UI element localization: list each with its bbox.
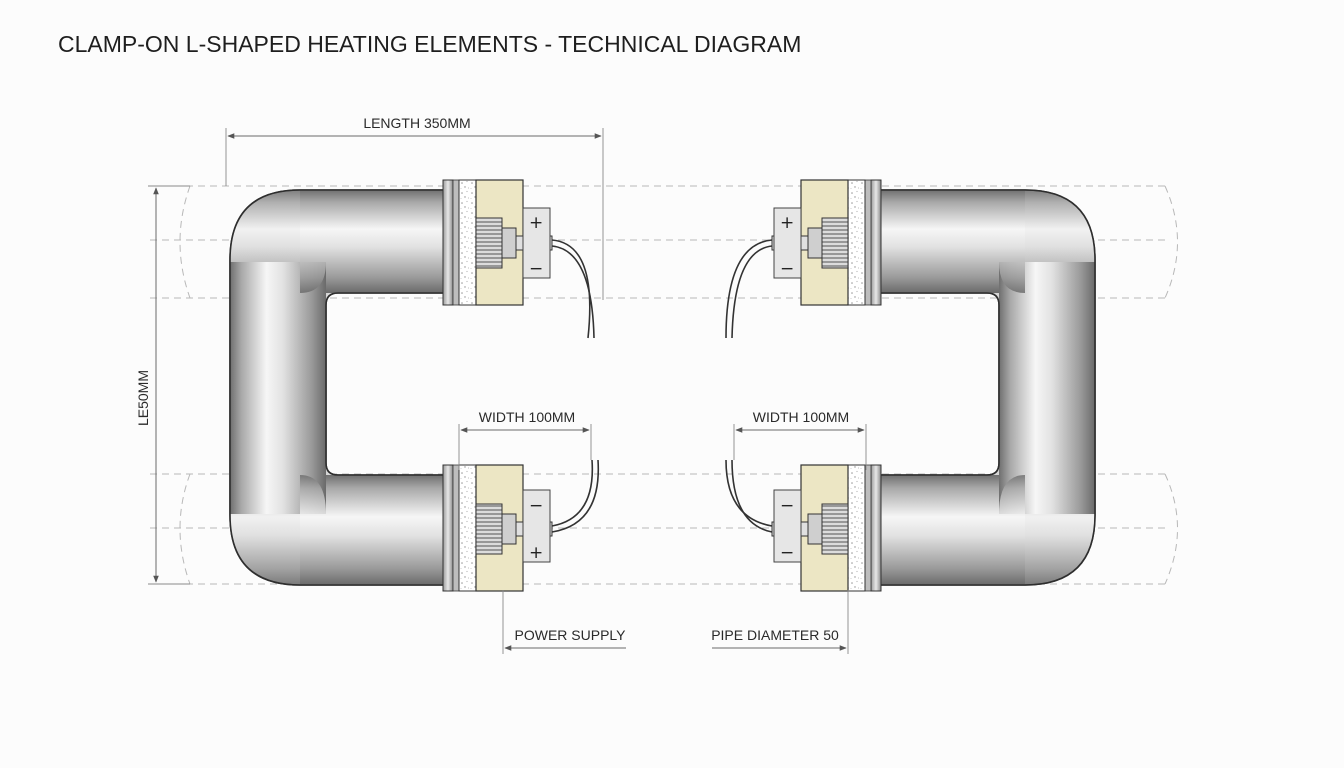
pipe-diameter-label: PIPE DIAMETER 50 [711, 627, 839, 643]
clamp-bottom-right: − − [725, 459, 882, 592]
height-label: LE50MM [135, 370, 151, 426]
dimension-length: LENGTH 350MM [225, 115, 604, 300]
clamp-top-left: + − [442, 179, 595, 339]
diagram-title: CLAMP-ON L-SHAPED HEATING ELEMENTS - TEC… [58, 31, 801, 57]
width-left-label: WIDTH 100MM [479, 409, 575, 425]
terminal-plus-top-right: + [780, 213, 794, 233]
terminal-minus-bottom-left: − [529, 496, 543, 516]
terminal-minus-bottom-right-upper: − [780, 496, 794, 516]
clamp-top-right: + − [725, 179, 882, 339]
right-heating-element [879, 189, 1096, 586]
clamp-bottom-left: − + [442, 459, 600, 592]
length-label: LENGTH 350MM [363, 115, 470, 131]
dimension-power-supply: POWER SUPPLY [502, 590, 627, 654]
dimension-width-left: WIDTH 100MM [458, 409, 592, 470]
terminal-minus-bottom-right-lower: − [780, 543, 794, 563]
dimension-width-right: WIDTH 100MM [733, 409, 867, 470]
terminal-plus-bottom-left: + [529, 543, 543, 563]
terminal-minus-top-left: − [529, 259, 543, 279]
terminal-minus-top-right: − [780, 259, 794, 279]
dimension-height: LE50MM [135, 185, 190, 585]
width-right-label: WIDTH 100MM [753, 409, 849, 425]
terminal-plus-top-left: + [529, 213, 543, 233]
left-heating-element [229, 189, 446, 586]
power-supply-label: POWER SUPPLY [515, 627, 627, 643]
dimension-pipe-diameter: PIPE DIAMETER 50 [711, 590, 849, 654]
